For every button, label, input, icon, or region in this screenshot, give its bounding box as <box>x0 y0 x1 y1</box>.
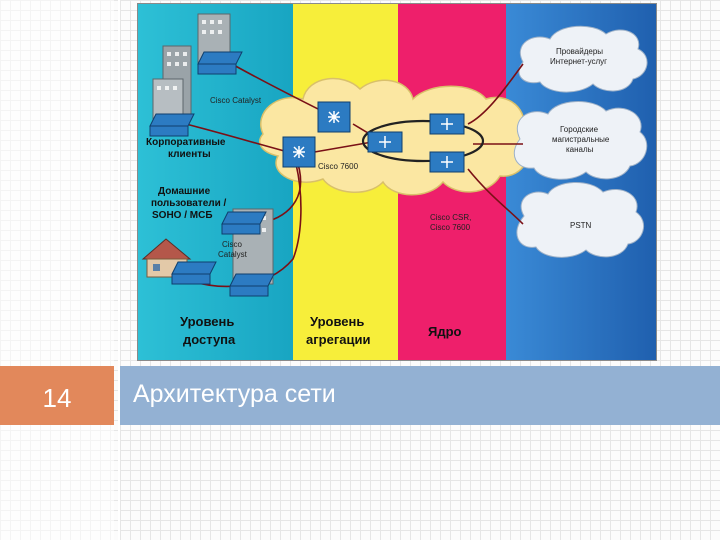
network-diagram: Cisco Catalyst Корпоративные клиенты Дом… <box>137 3 657 361</box>
slide-number-box <box>0 366 114 425</box>
switch-icon <box>149 51 275 297</box>
slide-title: Архитектура сети <box>133 380 336 408</box>
home-label-3: SOHO / МСБ <box>152 210 213 221</box>
metro-cloud-icon <box>513 101 648 180</box>
core-routers-label-1: Cisco CSR, <box>430 213 471 222</box>
slide-number: 14 <box>42 383 72 413</box>
catalyst-top-label: Cisco Catalyst <box>210 96 262 105</box>
zone-aggregation-label-1: Уровень <box>310 314 364 329</box>
home-label-1: Домашние <box>158 186 211 197</box>
home-label-2: пользователи / <box>151 198 227 209</box>
title-bar <box>120 366 720 425</box>
zone-aggregation-label-2: агрегации <box>306 332 370 347</box>
zone-core-label: Ядро <box>428 324 462 339</box>
corporate-label-2: клиенты <box>168 149 211 160</box>
isp-cloud-icon <box>518 25 648 93</box>
corporate-label-1: Корпоративные <box>146 137 226 148</box>
vertical-divider <box>118 0 120 540</box>
metro-cloud-label-3: каналы <box>566 145 594 154</box>
metro-cloud-label-1: Городские <box>560 125 599 134</box>
zone-access-label-1: Уровень <box>180 314 234 329</box>
core-ring <box>361 119 485 163</box>
metro-cloud-label-2: магистральные <box>552 135 610 144</box>
router-star-icon <box>293 111 453 168</box>
zone-access-label-2: доступа <box>183 332 236 347</box>
isp-cloud-label-2: Интернет-услуг <box>550 57 607 66</box>
pstn-cloud-label: PSTN <box>570 221 592 230</box>
agg-router-label: Cisco 7600 <box>318 162 359 171</box>
catalyst-bottom-label-1: Cisco <box>222 240 243 249</box>
isp-cloud-label-1: Провайдеры <box>556 47 603 56</box>
core-routers-label-2: Cisco 7600 <box>430 223 471 232</box>
pstn-cloud-icon <box>516 181 645 258</box>
catalyst-bottom-label-2: Catalyst <box>218 250 248 259</box>
left-rail <box>0 0 114 540</box>
